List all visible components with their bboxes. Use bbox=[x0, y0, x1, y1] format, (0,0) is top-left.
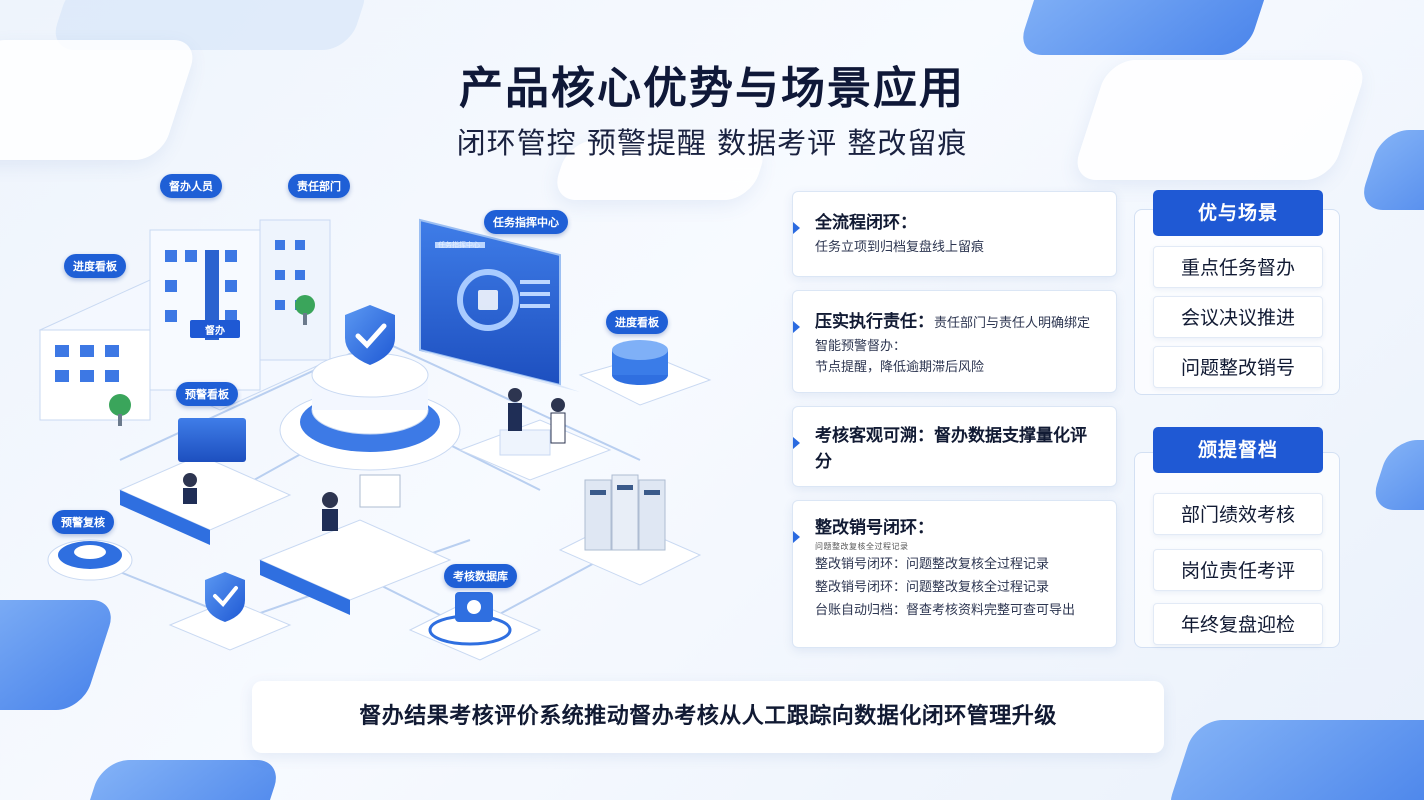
card-arrow-icon bbox=[793, 222, 800, 234]
tag-progress-board-left: 进度看板 bbox=[64, 254, 126, 278]
data-item: 岗位责任考评 bbox=[1153, 549, 1323, 591]
card-desc: 任务立项到归档复盘线上留痕 bbox=[815, 240, 985, 255]
scene-item: 问题整改销号 bbox=[1153, 346, 1323, 388]
card-title: 全流程闭环： bbox=[815, 213, 917, 233]
card-title: 考核客观可溯：督办数据支撑量化评分 bbox=[815, 426, 1087, 472]
tag-warning-board: 预警看板 bbox=[176, 382, 238, 406]
tag-warning-review: 预警复核 bbox=[52, 510, 114, 534]
tag-assessment-db: 考核数据库 bbox=[444, 564, 517, 588]
building-sign: 督办 bbox=[205, 326, 225, 337]
warning-review-icon bbox=[47, 539, 133, 581]
data-panel-header: 颁提督档 bbox=[1153, 427, 1323, 473]
card-arrow-icon bbox=[793, 531, 800, 543]
card-small-text: 问题整改复核全过程记录 bbox=[815, 542, 909, 551]
building-icon bbox=[38, 219, 332, 426]
scene-item: 会议决议推进 bbox=[1153, 296, 1323, 338]
tag-supervisor: 督办人员 bbox=[160, 174, 222, 198]
card-title-row: 压实执行责任：责任部门与责任人明确绑定 bbox=[815, 309, 1098, 337]
footer-banner: 督办结果考核评价系统推动督办考核从人工跟踪向数据化闭环管理升级 bbox=[252, 681, 1164, 753]
shield-pedestal-icon bbox=[279, 305, 461, 471]
tag-department: 责任部门 bbox=[288, 174, 350, 198]
scene-item: 重点任务督办 bbox=[1153, 246, 1323, 288]
assessment-db-icon bbox=[408, 592, 542, 661]
card-title: 压实执行责任： bbox=[815, 312, 934, 332]
card-arrow-icon bbox=[793, 321, 800, 333]
bg-tile bbox=[1163, 720, 1424, 800]
card-line: 整改销号闭环：问题整改复核全过程记录 bbox=[815, 557, 1050, 572]
data-item: 部门绩效考核 bbox=[1153, 493, 1323, 535]
card-arrow-icon bbox=[793, 437, 800, 449]
card-line: 智能预警督办： bbox=[815, 339, 907, 354]
illustration-svg bbox=[38, 218, 712, 661]
card-inline-desc: 责任部门与责任人明确绑定 bbox=[934, 316, 1091, 331]
database-cylinder-icon bbox=[578, 340, 712, 406]
meeting-people-icon bbox=[458, 388, 612, 481]
small-shield-icon bbox=[168, 572, 292, 651]
bg-tile bbox=[77, 760, 283, 800]
card-title: 整改销号闭环： bbox=[815, 518, 934, 538]
bg-tile bbox=[1016, 0, 1274, 55]
feature-card-closed-loop: 全流程闭环： 任务立项到归档复盘线上留痕 bbox=[792, 191, 1117, 277]
tag-progress-board-right: 进度看板 bbox=[606, 310, 668, 334]
page-subtitle: 闭环管控 预警提醒 数据考评 整改留痕 bbox=[456, 126, 968, 160]
card-line: 台账自动归档：督查考核资料完整可查可导出 bbox=[815, 603, 1076, 618]
worker-desk-icon bbox=[258, 474, 452, 615]
feature-card-assessment: 考核客观可溯：督办数据支撑量化评分 bbox=[792, 406, 1117, 487]
tag-command-center: 任务指挥中心 bbox=[484, 210, 568, 234]
screen-title: 任务指挥中心 bbox=[438, 241, 480, 249]
scenes-panel: 优与场景 重点任务督办 会议决议推进 问题整改销号 bbox=[1134, 190, 1340, 395]
isometric-illustration: 督办人员 责任部门 进度看板 任务指挥中心 进度看板 预警看板 预警复核 考核数… bbox=[0, 160, 780, 680]
command-center-screen bbox=[419, 218, 580, 392]
feature-card-rectification: 整改销号闭环： 问题整改复核全过程记录 整改销号闭环：问题整改复核全过程记录 整… bbox=[792, 500, 1117, 648]
card-line: 节点提醒，降低逾期滞后风险 bbox=[815, 360, 985, 375]
bg-tile bbox=[1368, 440, 1424, 510]
server-rack-icon bbox=[558, 474, 702, 586]
scenes-panel-header: 优与场景 bbox=[1153, 190, 1323, 236]
card-line: 整改销号闭环：问题整改复核全过程记录 bbox=[815, 580, 1050, 595]
feature-card-responsibility: 压实执行责任：责任部门与责任人明确绑定 智能预警督办： 节点提醒，降低逾期滞后风… bbox=[792, 290, 1117, 393]
data-item: 年终复盘迎检 bbox=[1153, 603, 1323, 645]
data-panel: 颁提督档 部门绩效考核 岗位责任考评 年终复盘迎检 bbox=[1134, 427, 1340, 648]
page-title: 产品核心优势与场景应用 bbox=[459, 63, 965, 114]
warning-desk-icon bbox=[118, 418, 292, 545]
